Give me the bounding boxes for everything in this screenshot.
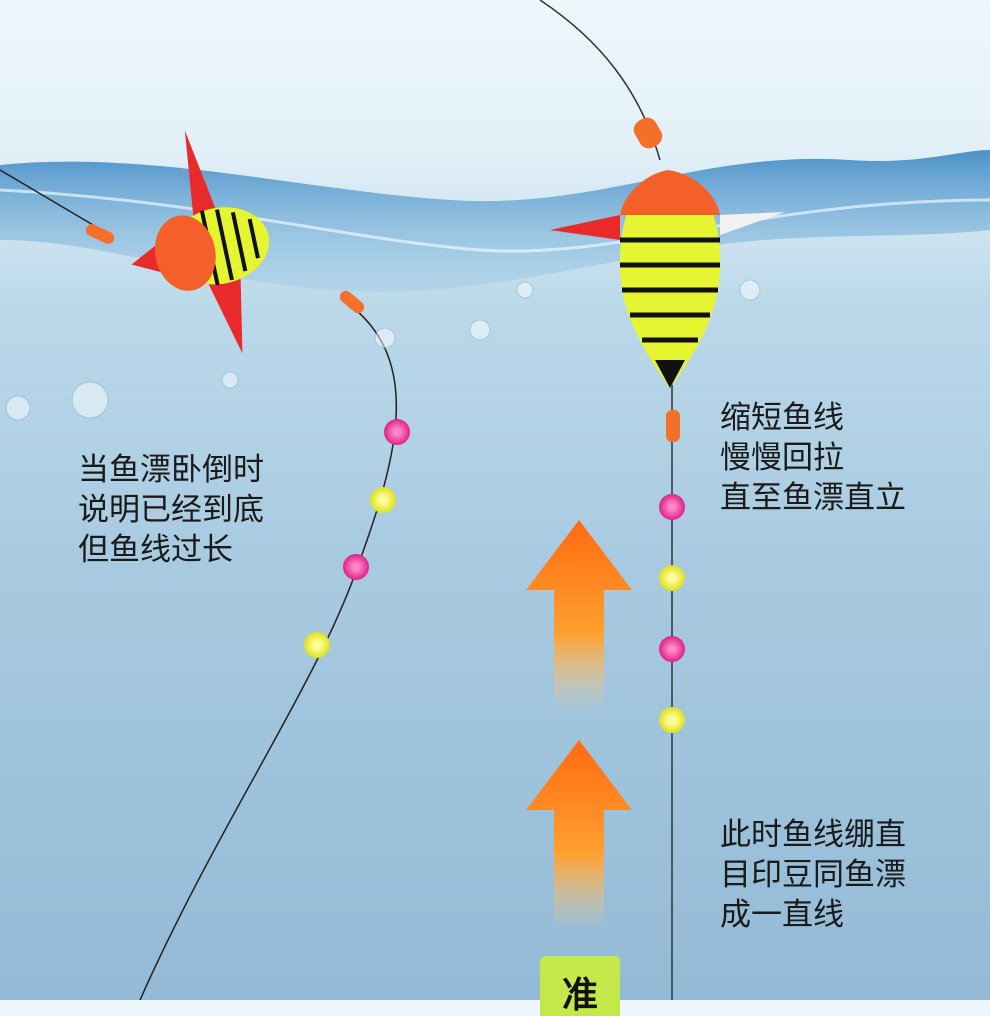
beads-left (304, 419, 410, 658)
float-standing (550, 170, 785, 388)
float-lying (131, 130, 270, 354)
caption-shorten-line: 缩短鱼线 慢慢回拉 直至鱼漂直立 (720, 400, 906, 516)
caption-line-straight: 此时鱼线绷直 目印豆同鱼漂 成一直线 (720, 817, 906, 933)
caption-float-lying: 当鱼漂卧倒时 说明已经到底 但鱼线过长 (78, 452, 264, 568)
water-surface (0, 150, 990, 292)
up-arrow-icon (526, 520, 632, 710)
up-arrow-icon (526, 740, 632, 930)
accurate-badge: 准 (540, 956, 620, 1016)
beads-right (659, 494, 685, 733)
fishing-line-left (0, 169, 397, 1000)
